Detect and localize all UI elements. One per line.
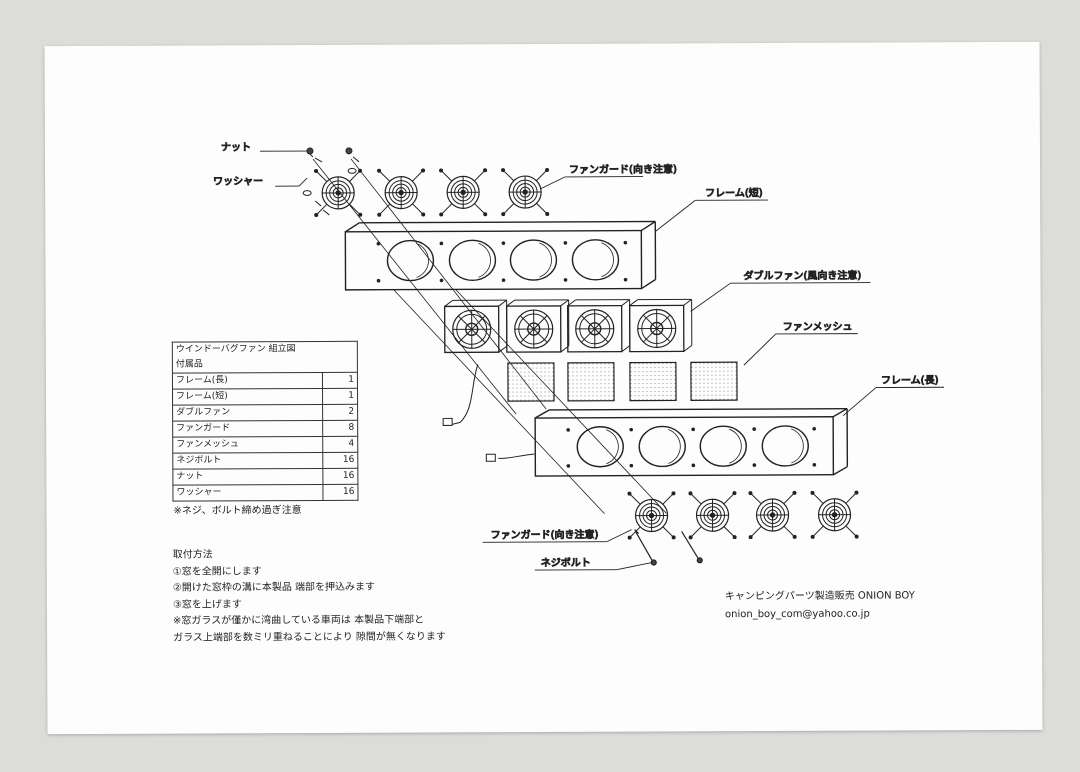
brand-email: onion_boy_com@yahoo.co.jp xyxy=(724,608,870,621)
table-row: フレーム(長)1 xyxy=(172,372,358,390)
fan-guards-bottom xyxy=(627,490,859,540)
caution-note: ※ネジ、ボルト締め過ぎ注意 xyxy=(173,505,302,517)
instructions-heading: 取付方法 xyxy=(172,549,213,561)
installation-instructions: 取付方法 ①窓を全開にします ②開けた窓枠の溝に本製品 端部を押込みます ③窓を… xyxy=(173,546,446,646)
leader-lines xyxy=(259,150,945,571)
screw-bolts xyxy=(634,529,703,566)
label-screw-bolt: ネジボルト xyxy=(541,557,591,569)
label-nut: ナット xyxy=(221,141,251,153)
instruction-step: ②開けた窓枠の溝に本製品 端部を押込みます xyxy=(172,581,376,594)
label-fan-mesh: ファンメッシュ xyxy=(783,322,853,333)
label-frame-long: フレーム(長) xyxy=(881,374,939,386)
instruction-step: ガラス上端部を数ミリ重ねることにより 隙間が無くなります xyxy=(173,630,446,644)
fan-guards-top xyxy=(313,167,550,218)
nuts-washers xyxy=(302,147,360,216)
brand-block: キャンピングパーツ製造販売 ONION BOY onion_boy_com@ya… xyxy=(725,587,915,624)
double-fans xyxy=(442,298,693,426)
parts-table-subtitle: 付属品 xyxy=(172,356,358,374)
instruction-step: ①窓を全開にします xyxy=(172,565,262,578)
frame-short xyxy=(344,220,657,291)
label-fan-guard-bottom: ファンガード(向き注意) xyxy=(491,528,599,541)
parts-table: ウインドーバグファン 組立図 付属品 フレーム(長)1 フレーム(短)1 ダブル… xyxy=(172,341,359,502)
label-washer: ワッシャー xyxy=(213,176,263,187)
label-frame-short: フレーム(短) xyxy=(705,186,763,199)
label-fan-guard-top: ファンガード(向き注意) xyxy=(569,162,677,175)
label-double-fan: ダブルファン(風向き注意) xyxy=(743,269,861,283)
assembly-diagram: ナット ワッシャー ファンガード(向き注意) フレーム(短) ダブルファン(風向… xyxy=(213,141,945,571)
brand-name: キャンピングパーツ製造販売 ONION BOY xyxy=(724,590,915,603)
frame-long xyxy=(485,407,849,477)
fan-meshes xyxy=(507,361,738,402)
assembly-sheet: ナット ワッシャー ファンガード(向き注意) フレーム(短) ダブルファン(風向… xyxy=(44,41,1043,735)
table-row: フレーム(短)1 xyxy=(172,388,358,406)
instruction-step: ③窓を上げます xyxy=(172,598,242,611)
parts-table-title: ウインドーバグファン 組立図 xyxy=(172,341,358,358)
instruction-step: ※窓ガラスが僅かに湾曲している車両は 本製品下端部と xyxy=(172,614,425,627)
